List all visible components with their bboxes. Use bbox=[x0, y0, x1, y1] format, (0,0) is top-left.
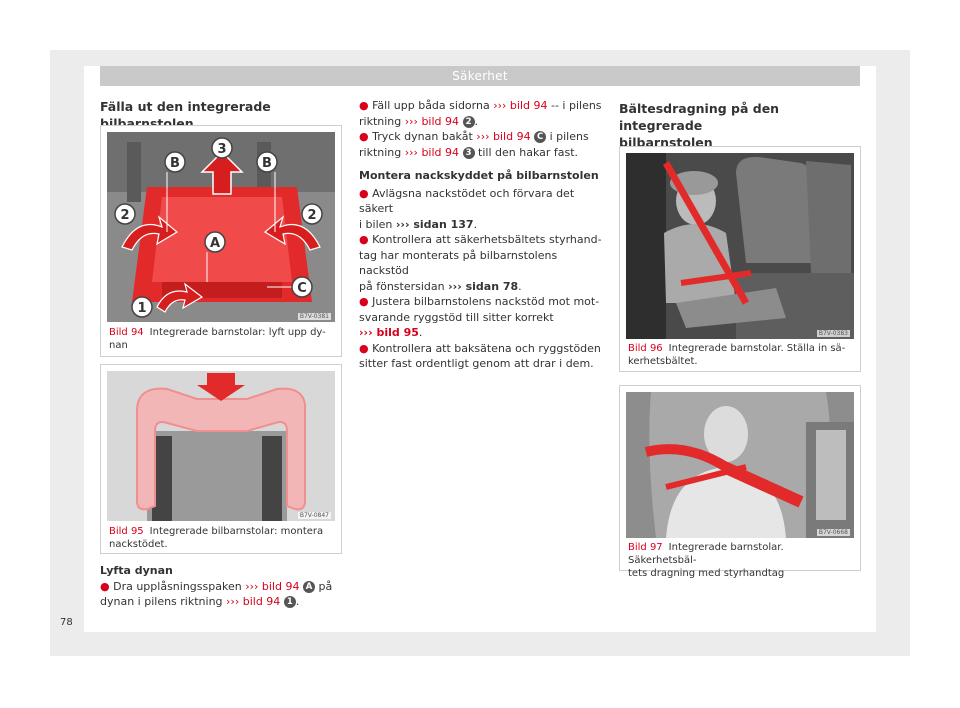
figure-94: 3 B B 2 2 A C 1 B7V-0381 Bild 94 Integrer… bbox=[100, 125, 342, 357]
marker-1: 1 bbox=[137, 301, 146, 316]
figure-94-image: 3 B B 2 2 A C 1 B7V-0381 bbox=[107, 132, 335, 322]
caption-text: Integrerade barnstolar. Ställa in sä- bbox=[668, 343, 846, 354]
headrest-illustration bbox=[107, 371, 335, 521]
figure-code: B7V-0847 bbox=[297, 512, 331, 519]
caption-text: nan bbox=[109, 340, 128, 351]
marker-b-right: B bbox=[262, 156, 272, 171]
caption-text: Integrerade barnstolar. Säkerhetsbäl- bbox=[628, 542, 784, 566]
caption-text: nackstödet. bbox=[109, 539, 168, 550]
figure-code: B7V-0381 bbox=[297, 313, 331, 320]
figure-label: Bild 97 bbox=[628, 542, 663, 553]
marker-2-left: 2 bbox=[120, 208, 129, 223]
marker-c: C bbox=[297, 281, 307, 296]
figure-label: Bild 94 bbox=[109, 327, 144, 338]
figure-label: Bild 95 bbox=[109, 526, 144, 537]
seat-cushion-illustration: 3 B B 2 2 A C 1 bbox=[107, 132, 335, 322]
figure-label: Bild 96 bbox=[628, 343, 663, 354]
marker-2-right: 2 bbox=[307, 208, 316, 223]
figure-96-caption: Bild 96 Integrerade barnstolar. Ställa in… bbox=[628, 342, 854, 368]
marker-b-left: B bbox=[170, 156, 180, 171]
middle-column: ● Fäll upp båda sidorna ››› bild 94 -- i… bbox=[359, 98, 604, 372]
page-number: 78 bbox=[60, 617, 73, 628]
figure-96: B7V-0383 Bild 96 Integrerade barnstolar. … bbox=[619, 146, 861, 372]
figure-94-caption: Bild 94 Integrerade barnstolar: lyft upp … bbox=[109, 326, 335, 352]
figure-96-image: B7V-0383 bbox=[626, 153, 854, 339]
caption-text: tets dragning med styrhandtag bbox=[628, 568, 785, 579]
child-seat-photo bbox=[626, 153, 854, 339]
figure-95-caption: Bild 95 Integrerade bilbarnstolar: monter… bbox=[109, 525, 335, 551]
belt-routing-illustration bbox=[626, 392, 854, 538]
section-header: Säkerhet bbox=[100, 66, 860, 86]
figure-code: B7V-0668 bbox=[816, 529, 850, 536]
lift-section: Lyfta dynan ● Dra upplåsningsspaken ››› … bbox=[100, 563, 342, 610]
lift-heading: Lyfta dynan bbox=[100, 564, 173, 577]
figure-95: B7V-0847 Bild 95 Integrerade bilbarnstola… bbox=[100, 364, 342, 554]
lift-bullet: ● Dra upplåsningsspaken ››› bild 94 A på bbox=[100, 579, 333, 593]
marker-a: A bbox=[210, 236, 220, 251]
caption-text: Integrerade barnstolar: lyft upp dy- bbox=[149, 327, 326, 338]
caption-text: kerhetsbältet. bbox=[628, 356, 698, 367]
subheading: Montera nackskyddet på bilbarnstolen bbox=[359, 169, 599, 182]
figure-code: B7V-0383 bbox=[816, 330, 850, 337]
marker-3: 3 bbox=[217, 142, 226, 157]
figure-97-image: B7V-0668 bbox=[626, 392, 854, 538]
caption-text: Integrerade bilbarnstolar: montera bbox=[149, 526, 324, 537]
figure-95-image: B7V-0847 bbox=[107, 371, 335, 521]
